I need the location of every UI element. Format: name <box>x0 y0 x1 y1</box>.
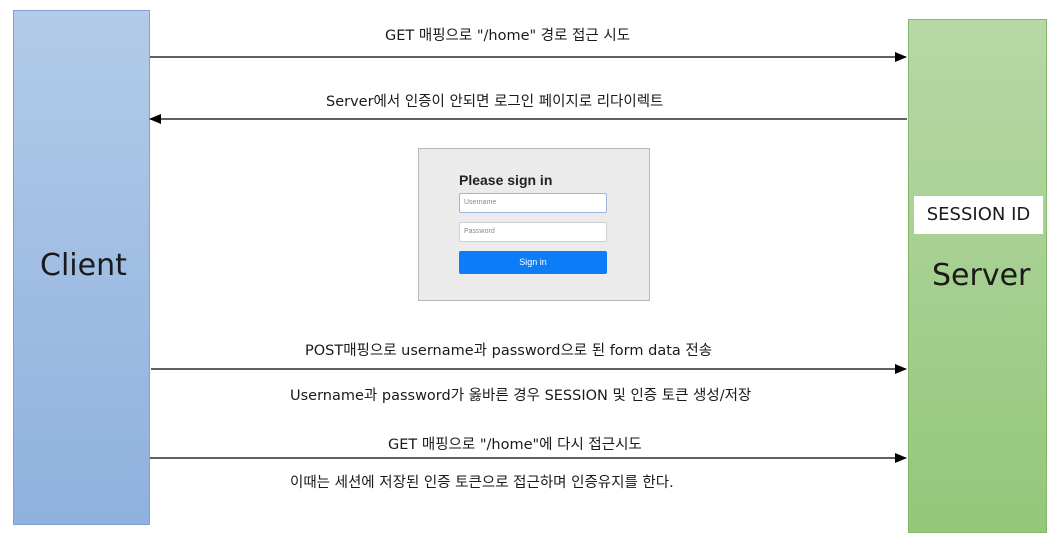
message-session-create: Username과 password가 옳바른 경우 SESSION 및 인증 … <box>290 388 752 404</box>
message-get-home-again: GET 매핑으로 "/home"에 다시 접근시도 <box>388 437 642 453</box>
message-session-auth: 이때는 세션에 저장된 인증 토큰으로 접근하며 인증유지를 한다. <box>290 475 674 491</box>
sign-in-button[interactable]: Sign in <box>459 251 607 274</box>
server-lifeline <box>908 19 1047 533</box>
message-redirect: Server에서 인증이 안되면 로그인 페이지로 리다이렉트 <box>326 94 664 110</box>
message-get-home: GET 매핑으로 "/home" 경로 접근 시도 <box>385 28 631 44</box>
client-lifeline <box>13 10 150 525</box>
message-post-login: POST매핑으로 username과 password으로 된 form dat… <box>305 343 713 359</box>
client-label: Client <box>40 248 127 283</box>
login-page-preview: Please sign in Username Password Sign in <box>418 148 650 301</box>
password-input[interactable]: Password <box>459 222 607 242</box>
username-input[interactable]: Username <box>459 193 607 213</box>
session-id-label: SESSION ID <box>914 196 1043 234</box>
login-title: Please sign in <box>459 172 553 188</box>
server-label: Server <box>932 258 1031 293</box>
